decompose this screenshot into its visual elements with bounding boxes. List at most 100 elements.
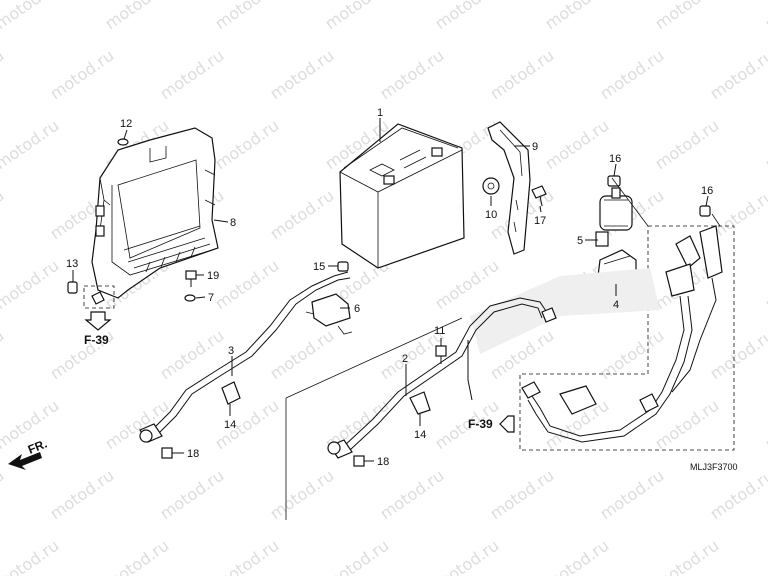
harness-frame bbox=[519, 225, 735, 451]
watermark-text: motod.ru bbox=[596, 46, 667, 104]
watermark-text: motod.ru bbox=[0, 186, 7, 244]
watermark-text: motod.ru bbox=[706, 46, 768, 104]
watermark-text: motod.ru bbox=[541, 0, 612, 33]
watermark-text: motod.ru bbox=[706, 326, 768, 384]
callout-10: 10 bbox=[485, 209, 497, 221]
watermark-text: motod.ru bbox=[46, 466, 117, 524]
reference-left: F-39 bbox=[84, 333, 109, 347]
battery-harness bbox=[521, 225, 723, 443]
callout-18-left: 18 bbox=[187, 448, 199, 460]
starter-relay bbox=[595, 187, 633, 247]
watermark-text: motod.ru bbox=[156, 466, 227, 524]
watermark-text: motod.ru bbox=[156, 326, 227, 384]
watermark-text: motod.ru bbox=[211, 116, 282, 174]
watermark-text: motod.ru bbox=[46, 46, 117, 104]
callout-5: 5 bbox=[577, 235, 583, 247]
watermark-text: motod.ru bbox=[0, 0, 62, 33]
watermark-text: motod.ru bbox=[156, 46, 227, 104]
watermark-text: motod.ru bbox=[431, 536, 502, 576]
cable-2 bbox=[327, 297, 557, 459]
watermark-text: motod.ru bbox=[761, 256, 768, 314]
callout-13: 13 bbox=[66, 258, 78, 270]
watermark-text: motod.ru bbox=[376, 46, 447, 104]
clip-lower-left bbox=[91, 291, 105, 305]
callout-19: 19 bbox=[207, 270, 219, 282]
cable-3 bbox=[139, 271, 351, 443]
group-divider bbox=[285, 317, 463, 520]
callout-16-right: 16 bbox=[701, 185, 713, 197]
watermark-text: motod.ru bbox=[431, 256, 502, 314]
bolt-18-right bbox=[353, 455, 372, 467]
callout-1: 1 bbox=[377, 107, 383, 119]
callout-16-left: 16 bbox=[609, 153, 621, 165]
watermark-text: motod.ru bbox=[101, 536, 172, 576]
watermark-text: motod.ru bbox=[431, 0, 502, 33]
shaded-zone bbox=[470, 268, 660, 354]
watermark-text: motod.ru bbox=[211, 0, 282, 33]
nut-15 bbox=[337, 261, 349, 272]
watermark-text: motod.ru bbox=[0, 256, 62, 314]
front-arrow-icon bbox=[8, 452, 42, 470]
watermark-text: motod.ru bbox=[651, 396, 722, 454]
watermark-text: motod.ru bbox=[376, 466, 447, 524]
callout-14-right: 14 bbox=[414, 429, 426, 441]
watermark-text: motod.ru bbox=[0, 536, 62, 576]
callout-11: 11 bbox=[434, 325, 445, 337]
battery-box bbox=[91, 127, 219, 299]
watermark-text: motod.ru bbox=[211, 256, 282, 314]
watermark-text: motod.ru bbox=[596, 466, 667, 524]
watermark-text: motod.ru bbox=[321, 0, 392, 33]
watermark-text: motod.ru bbox=[596, 326, 667, 384]
arrow-left-icon bbox=[499, 415, 515, 433]
fuse-relay-6 bbox=[305, 293, 353, 335]
watermark-text: motod.ru bbox=[321, 536, 392, 576]
front-label: FR. bbox=[26, 437, 49, 457]
clamp-14-right bbox=[409, 391, 431, 415]
grommet-12 bbox=[117, 138, 129, 146]
watermark-text: motod.ru bbox=[761, 536, 768, 576]
reference-right: F-39 bbox=[468, 417, 493, 431]
watermark-text: motod.ru bbox=[761, 116, 768, 174]
watermark-text: motod.ru bbox=[541, 536, 612, 576]
callout-17: 17 bbox=[534, 215, 546, 227]
bolt-19 bbox=[185, 270, 197, 287]
callout-9: 9 bbox=[532, 141, 538, 153]
watermark-text: motod.ru bbox=[266, 326, 337, 384]
watermark-text: motod.ru bbox=[211, 536, 282, 576]
bolt-17 bbox=[531, 185, 547, 207]
washer-10 bbox=[482, 177, 500, 195]
battery-bracket bbox=[487, 121, 531, 255]
harness-leader-lines bbox=[611, 177, 721, 227]
watermark-text: motod.ru bbox=[541, 116, 612, 174]
nut-7 bbox=[184, 294, 196, 302]
watermark-text: motod.ru bbox=[101, 0, 172, 33]
detail-frame-left bbox=[83, 285, 115, 309]
callout-3: 3 bbox=[228, 345, 234, 357]
callout-labels: 1 2 3 4 5 6 7 8 9 10 11 12 13 14 14 15 1… bbox=[66, 107, 713, 468]
watermark-text: motod.ru bbox=[211, 396, 282, 454]
arrow-down-icon bbox=[84, 311, 112, 331]
watermark-text: motod.ru bbox=[761, 396, 768, 454]
callout-2: 2 bbox=[402, 353, 408, 365]
watermark-text: motod.ru bbox=[101, 396, 172, 454]
callout-12: 12 bbox=[120, 118, 132, 130]
leader-lines bbox=[72, 118, 709, 462]
nut-16-right bbox=[699, 205, 711, 217]
callout-15: 15 bbox=[313, 261, 325, 273]
watermark-text: motod.ru bbox=[651, 536, 722, 576]
clip-13 bbox=[67, 281, 78, 294]
watermark-text: motod.ru bbox=[0, 326, 7, 384]
watermark-text: motod.ru bbox=[651, 116, 722, 174]
battery bbox=[339, 123, 465, 269]
watermark-text: motod.ru bbox=[486, 46, 557, 104]
bolt-18-left bbox=[161, 447, 180, 459]
watermark-text: motod.ru bbox=[486, 466, 557, 524]
bolt-11 bbox=[435, 345, 447, 364]
callout-6: 6 bbox=[354, 303, 360, 315]
watermark-text: motod.ru bbox=[0, 116, 62, 174]
watermark-text: motod.ru bbox=[706, 466, 768, 524]
watermark-text: motod.ru bbox=[266, 46, 337, 104]
watermark-text: motod.ru bbox=[761, 0, 768, 33]
